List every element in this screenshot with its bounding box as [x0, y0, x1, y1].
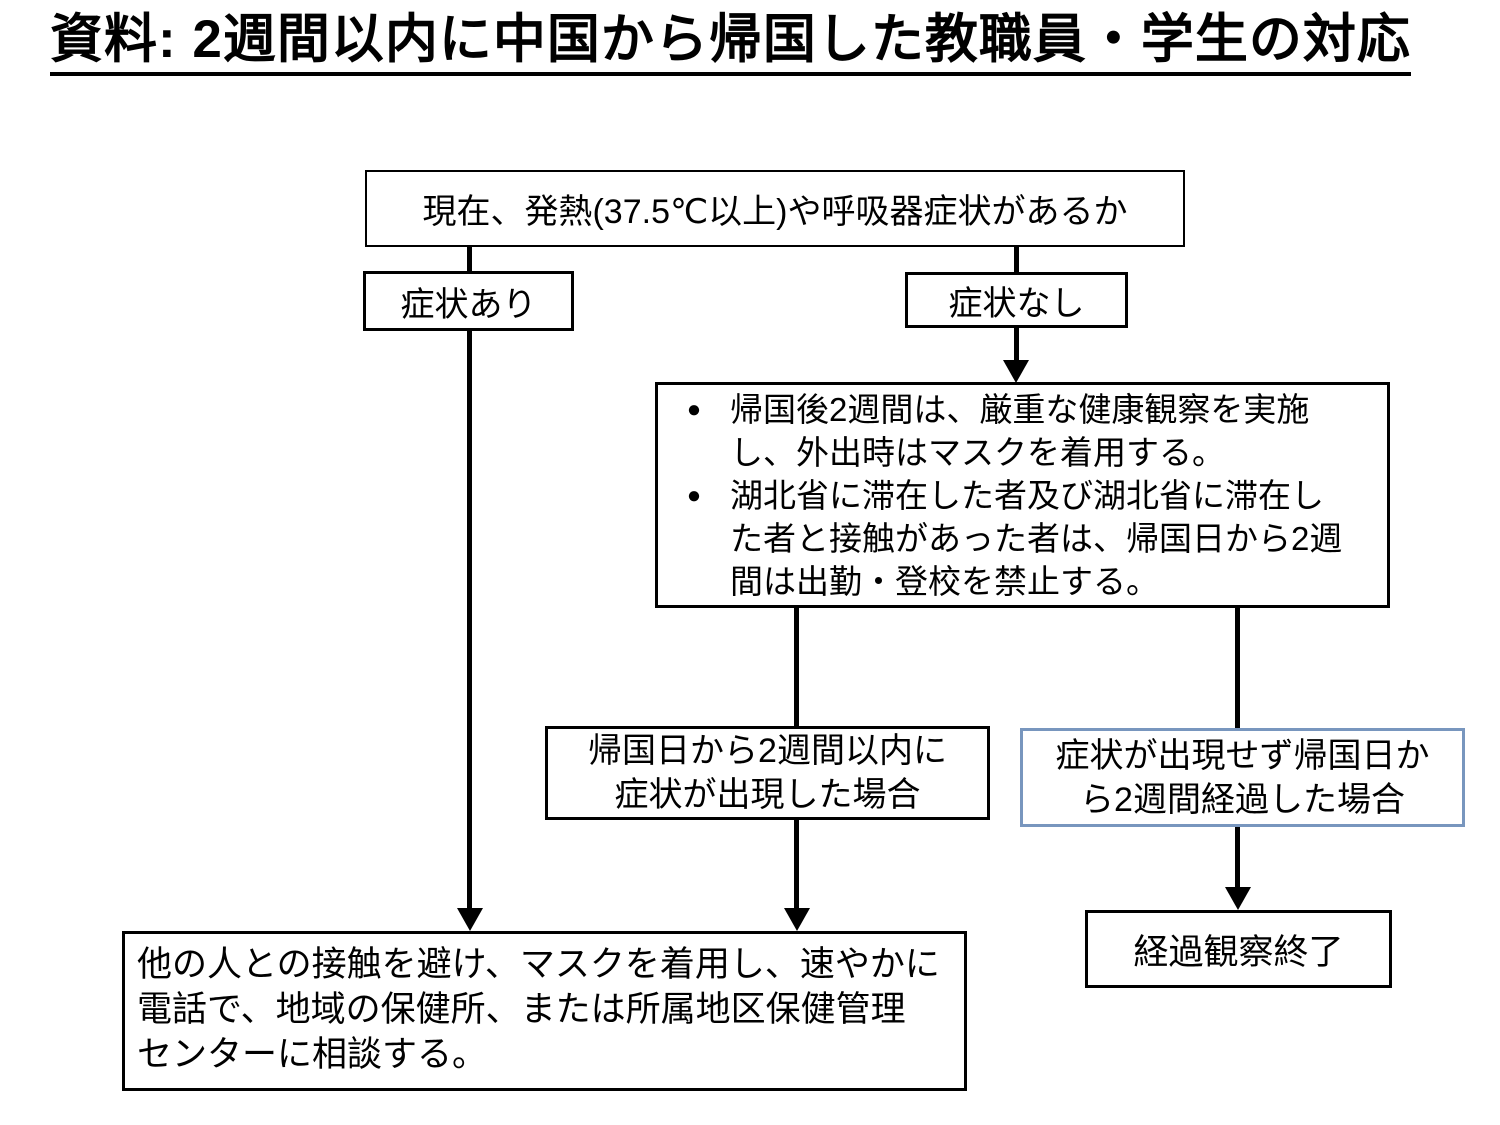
question-text: 現在、発熱(37.5℃以上)や呼吸器症状があるか [422, 193, 1128, 231]
precaution-item-text: 帰国後2週間は、厳重な健康観察を実施 し、外出時はマスクを着用する。 [730, 391, 1310, 471]
arrowhead-down-icon [1003, 360, 1029, 383]
end-label: 経過観察終了 [1133, 932, 1344, 972]
precaution-item-text: 湖北省に滞在した者及び湖北省に滞在し た者と接触があった者は、帰国日から2週 間… [730, 477, 1343, 600]
end-box: 経過観察終了 [1085, 910, 1392, 988]
arrowhead-down-icon [457, 908, 483, 931]
consult-box: 他の人との接触を避け、マスクを着用し、速やかに 電話で、地域の保健所、または所属… [122, 931, 967, 1091]
precaution-box: ● 帰国後2週間は、厳重な健康観察を実施 し、外出時はマスクを着用する。 ● 湖… [655, 382, 1390, 608]
arrow-shaft [467, 329, 472, 909]
connector-precaution-to-case-no-symptoms [1235, 606, 1240, 730]
arrow-shaft [1235, 825, 1240, 888]
list-item: ● 帰国後2週間は、厳重な健康観察を実施 し、外出時はマスクを着用する。 [658, 388, 1387, 474]
symptom-absent-box: 症状なし [905, 272, 1128, 328]
arrowhead-down-icon [784, 908, 810, 931]
bullet-icon: ● [686, 396, 702, 423]
page-title: 資料: 2週間以内に中国から帰国した教職員・学生の対応 [50, 10, 1411, 77]
connector-precaution-to-case-symptoms [794, 606, 799, 728]
list-item: ● 湖北省に滞在した者及び湖北省に滞在し た者と接触があった者は、帰国日から2週… [658, 474, 1387, 603]
symptom-absent-label: 症状なし [948, 284, 1085, 323]
precaution-list: ● 帰国後2週間は、厳重な健康観察を実施 し、外出時はマスクを着用する。 ● 湖… [658, 388, 1387, 603]
arrowhead-down-icon [1225, 887, 1251, 910]
question-box: 現在、発熱(37.5℃以上)や呼吸器症状があるか [365, 170, 1185, 247]
connector-question-to-symptom-absent [1014, 247, 1019, 274]
case-symptoms-box: 帰国日から2週間以内に 症状が出現した場合 [545, 726, 990, 820]
symptom-present-label: 症状あり [400, 285, 537, 324]
arrow-shaft [794, 818, 799, 909]
symptom-present-box: 症状あり [363, 271, 574, 331]
bullet-icon: ● [686, 482, 702, 509]
arrow-shaft [1014, 326, 1019, 362]
case-no-symptoms-box: 症状が出現せず帰国日か ら2週間経過した場合 [1020, 728, 1465, 827]
connector-question-to-symptom-present [467, 247, 472, 273]
